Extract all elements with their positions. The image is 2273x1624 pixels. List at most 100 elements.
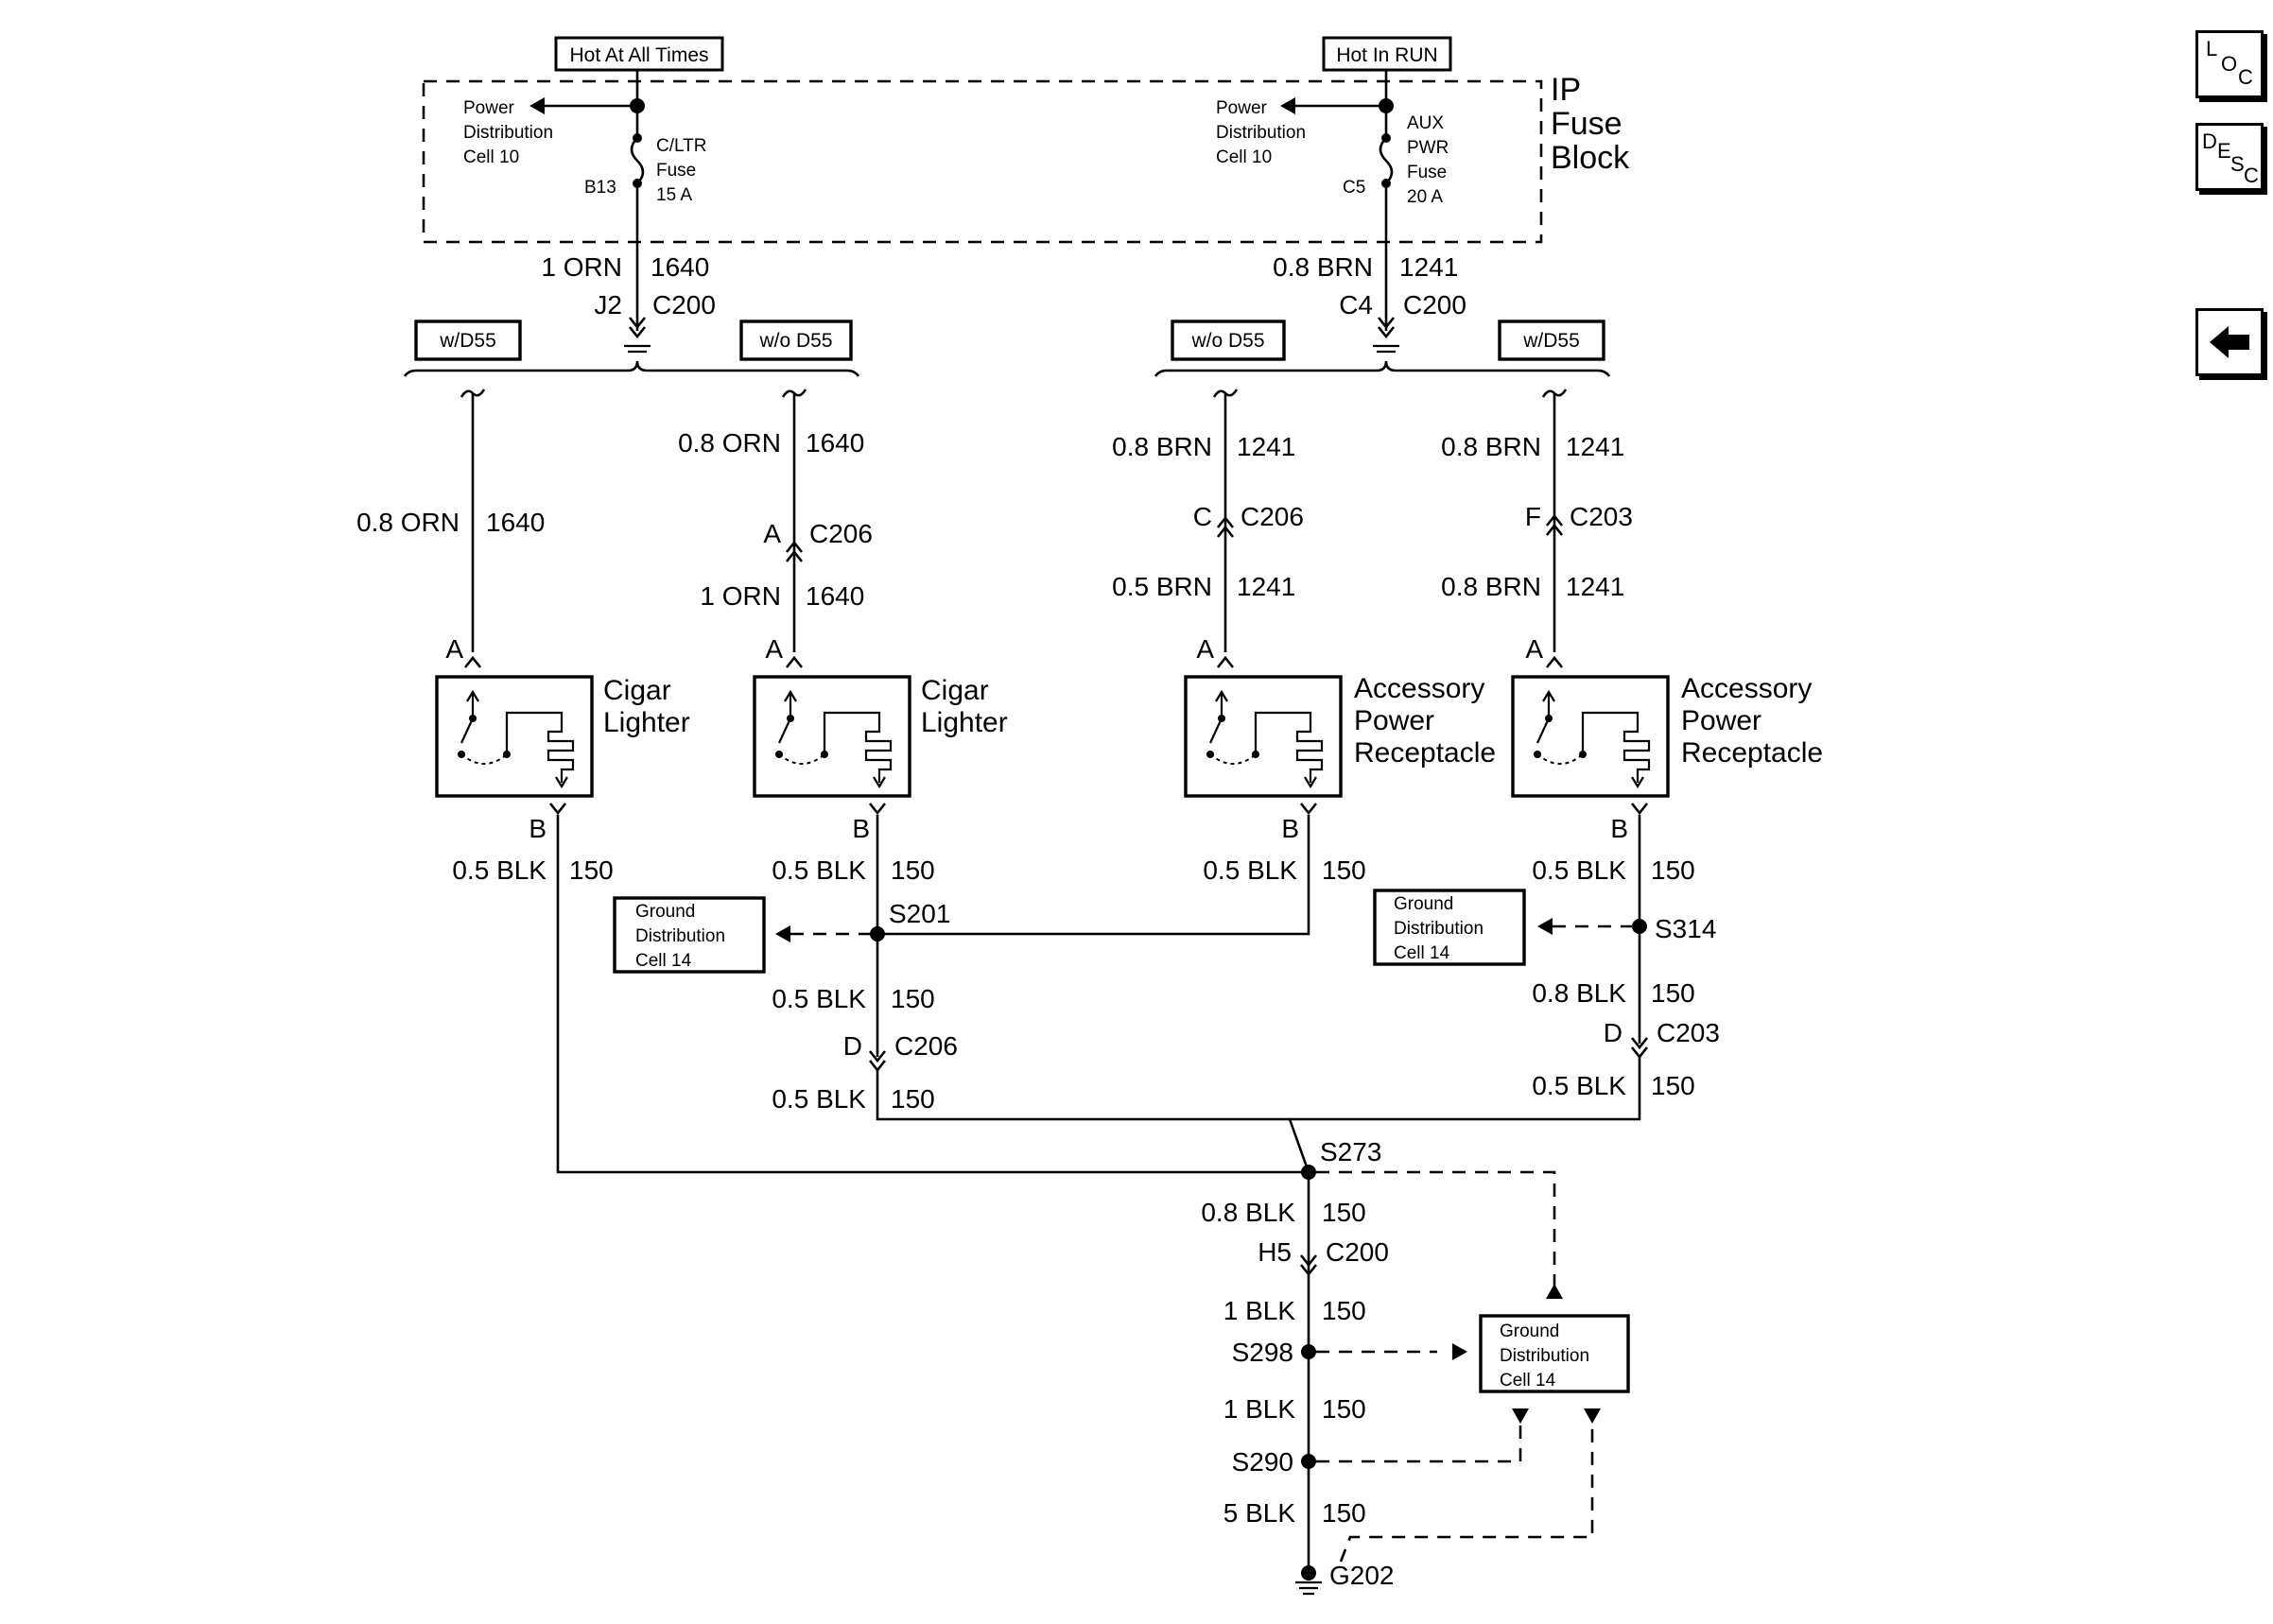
- splice-s314: S314: [1655, 914, 1716, 943]
- ground-symbol-icon: [1295, 1565, 1322, 1596]
- b4-conn-pin: F: [1525, 502, 1541, 531]
- b2-wire-bot: 1 ORN: [700, 581, 781, 611]
- loc-letter-l: L: [2206, 37, 2218, 60]
- comp2-pin-b: B: [852, 814, 870, 843]
- comp3-name-3: Receptacle: [1354, 737, 1496, 769]
- left-pin: B13: [584, 178, 616, 198]
- gdc-left-1: Ground: [635, 902, 695, 922]
- right-fuse-1: AUX: [1407, 113, 1444, 133]
- comp1-pin-b: B: [529, 814, 547, 843]
- gc9: 150: [1322, 1198, 1366, 1227]
- comp2-name-2: Lighter: [921, 707, 1008, 738]
- gdc-bot-2: Distribution: [1500, 1346, 1589, 1366]
- b2-conn-pin: A: [763, 519, 781, 548]
- comp1-name-1: Cigar: [603, 675, 671, 706]
- circuit-1241: 0.8 BRN 1241 C4 C200 w/o D55 w/D55 0.8 B…: [1112, 252, 1633, 669]
- right-fuse-2: PWR: [1407, 138, 1449, 158]
- right-fuse-4: 20 A: [1407, 187, 1443, 207]
- fuse-block-title-1: IP: [1551, 72, 1581, 108]
- gw5: 0.5 BLK: [772, 984, 866, 1013]
- right-dist-3: Cell 10: [1216, 147, 1272, 167]
- loc-letter-o: O: [2221, 52, 2238, 76]
- loc-button[interactable]: L O C: [2195, 30, 2264, 98]
- splice-s201: S201: [889, 899, 950, 928]
- left-dist-1: Power: [463, 98, 515, 118]
- ground-wire-4: [876, 1070, 1310, 1173]
- gdc-box-right-top: [1373, 889, 1526, 966]
- c206-ground: C206: [894, 1031, 958, 1061]
- gw8: 0.5 BLK: [1532, 1071, 1626, 1100]
- right-pin: C5: [1343, 178, 1365, 198]
- fuse-block-title-3: Block: [1551, 140, 1630, 176]
- opt-box-without-left: [739, 320, 853, 361]
- b2-wire-top: 0.8 ORN: [678, 428, 781, 458]
- c200-ground: C200: [1326, 1237, 1389, 1267]
- opt-box-without-right: [1171, 320, 1286, 361]
- gc10: 150: [1322, 1296, 1366, 1325]
- loc-letter-c: C: [2238, 65, 2253, 89]
- b2-pin: A: [765, 634, 783, 664]
- right-dist-1: Power: [1216, 98, 1268, 118]
- b3-wire-bot: 0.5 BRN: [1112, 572, 1212, 601]
- b4-pin: A: [1525, 634, 1543, 664]
- left-fuse-3: 15 A: [656, 185, 692, 205]
- component-cigar-lighter-1: Cigar Lighter: [435, 675, 690, 798]
- option-bracket-left: [403, 360, 860, 377]
- comp3-name-2: Power: [1354, 705, 1434, 736]
- wire-08-brn: 0.8 BRN: [1273, 252, 1373, 282]
- component-accessory-receptacle-2: Accessory Power Receptacle: [1511, 673, 1823, 798]
- gw4: 0.5 BLK: [1532, 855, 1626, 885]
- desc-letter-e: E: [2217, 139, 2231, 163]
- b2-conn: C206: [809, 519, 873, 548]
- c200-right: C200: [1403, 290, 1466, 320]
- right-dist-2: Distribution: [1216, 123, 1306, 143]
- desc-letter-c: C: [2244, 164, 2259, 187]
- gdc-rt-3: Cell 14: [1394, 943, 1450, 963]
- b1-circuit: 1640: [486, 508, 545, 537]
- right-fuse-3: Fuse: [1407, 163, 1447, 182]
- back-button[interactable]: [2195, 308, 2264, 376]
- circuit-1640: 1 ORN 1640 J2 C200 w/D55 w/o D55 0.8 ORN…: [356, 252, 873, 669]
- gc11: 150: [1322, 1394, 1366, 1424]
- comp1-name-2: Lighter: [603, 707, 690, 738]
- desc-button[interactable]: D E S C: [2195, 123, 2264, 191]
- gc5: 150: [891, 984, 935, 1013]
- opt-box-with-right: [1498, 320, 1605, 361]
- option-bracket-right: [1154, 360, 1611, 377]
- desc-letter-s: S: [2230, 152, 2245, 176]
- b4-wire-top: 0.8 BRN: [1441, 432, 1541, 461]
- circuit-1640-main: 1640: [651, 252, 709, 282]
- c200-pin-c4: C4: [1339, 290, 1373, 320]
- comp4-name-3: Receptacle: [1681, 737, 1823, 769]
- gw9: 0.8 BLK: [1201, 1198, 1295, 1227]
- b1-pin: A: [445, 634, 463, 664]
- comp3-name-1: Accessory: [1354, 673, 1484, 704]
- ground-circuit-150: B B B B 0.5 BLK 150 0.5 BLK 150 0.5 BLK …: [452, 802, 1720, 1596]
- b3-pin: A: [1196, 634, 1214, 664]
- component-cigar-lighter-2: Cigar Lighter: [753, 675, 1008, 798]
- c203-pin-d: D: [1604, 1018, 1622, 1047]
- opt-without-left: w/o D55: [758, 330, 832, 352]
- gdc-left-2: Distribution: [635, 926, 725, 946]
- source-box-left: [554, 36, 724, 72]
- b3-circuit-top: 1241: [1237, 432, 1295, 461]
- left-fuse-1: C/LTR: [656, 136, 706, 156]
- left-fuse-2: Fuse: [656, 161, 696, 181]
- b2-circuit-top: 1640: [806, 428, 864, 458]
- b3-conn-pin: C: [1193, 502, 1212, 531]
- gdc-box-bottom: [1479, 1314, 1630, 1393]
- b3-circuit-bot: 1241: [1237, 572, 1295, 601]
- fuse-block-outline: [422, 79, 1543, 244]
- gw1: 0.5 BLK: [452, 855, 547, 885]
- gc8: 150: [1651, 1071, 1695, 1100]
- splice-s298: S298: [1232, 1338, 1293, 1367]
- c203-ground: C203: [1657, 1018, 1720, 1047]
- opt-with-left: w/D55: [439, 330, 496, 352]
- splice-s273: S273: [1320, 1137, 1381, 1166]
- gw11: 1 BLK: [1223, 1394, 1296, 1424]
- ground-wire-6: [1288, 1057, 1641, 1121]
- gw10: 1 BLK: [1223, 1296, 1296, 1325]
- c206-pin-d: D: [843, 1031, 862, 1061]
- gw2: 0.5 BLK: [772, 855, 866, 885]
- component-accessory-receptacle-1: Accessory Power Receptacle: [1184, 673, 1496, 798]
